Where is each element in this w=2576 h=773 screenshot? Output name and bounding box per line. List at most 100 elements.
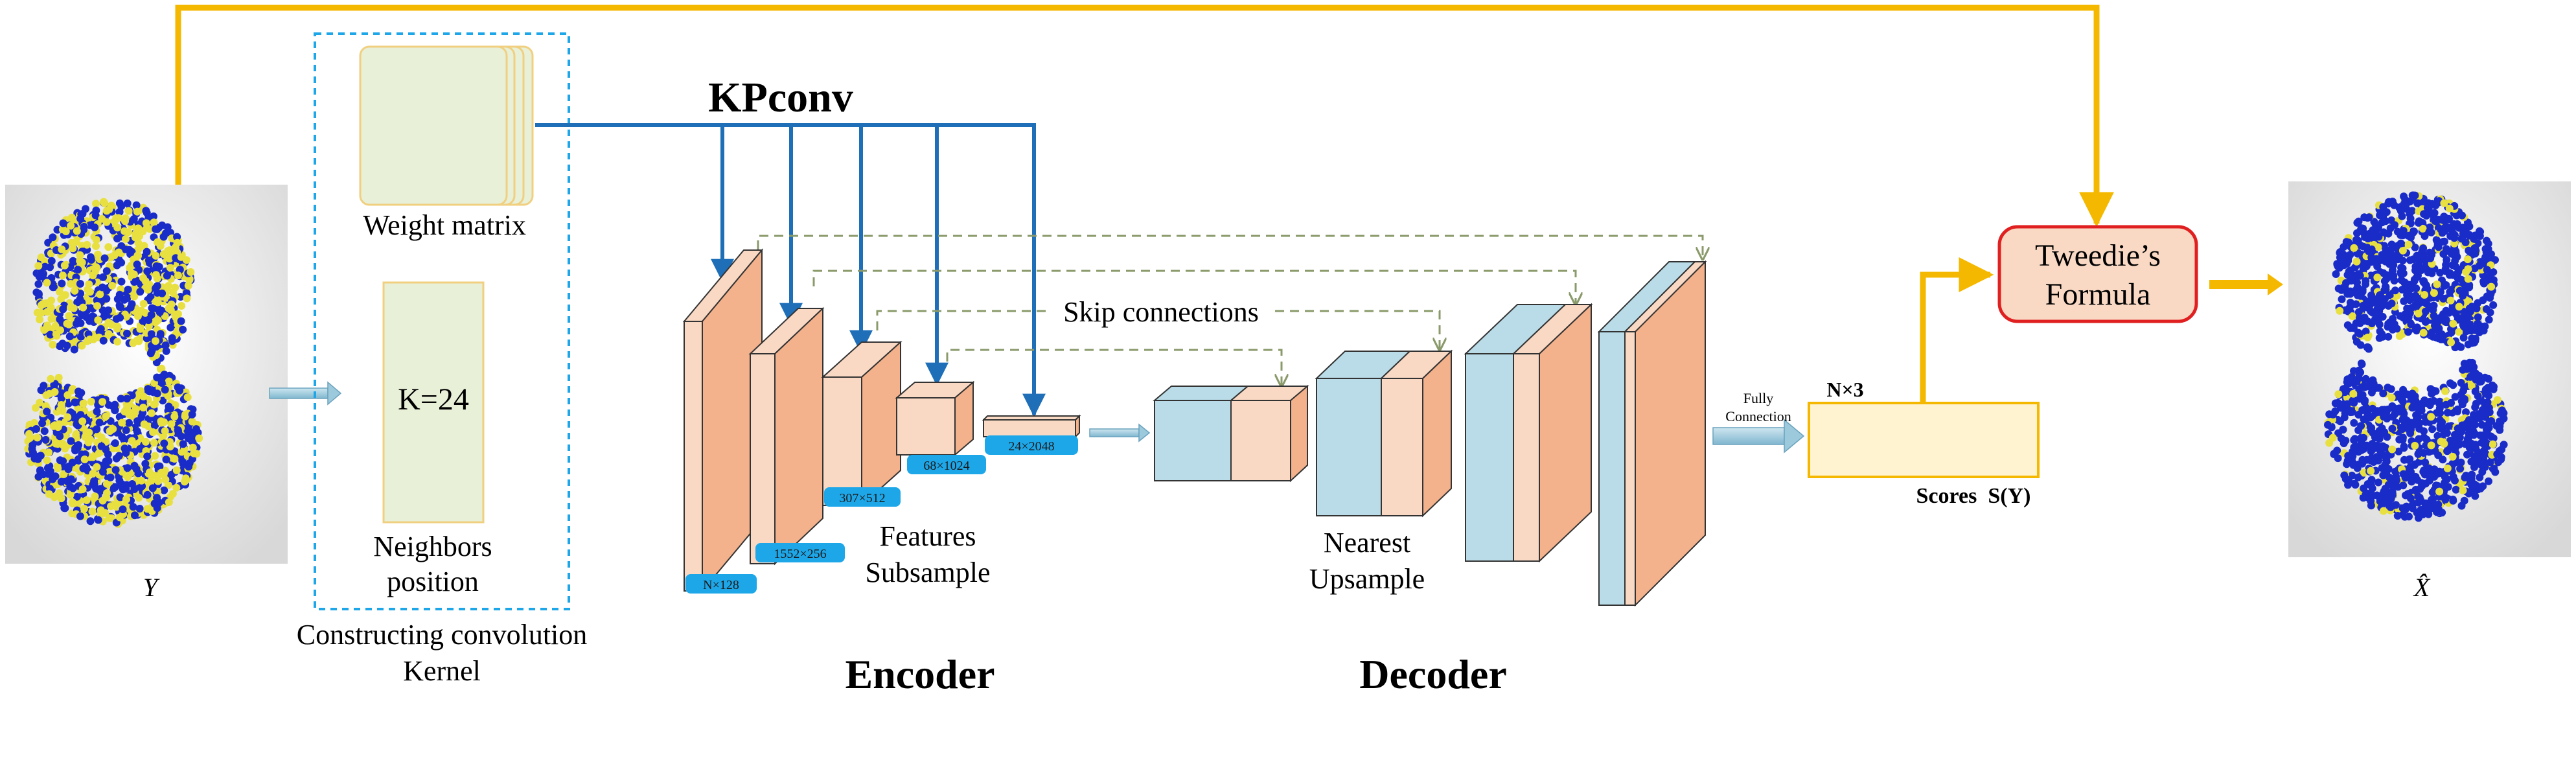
cloud-point	[63, 319, 71, 328]
cloud-point	[2477, 258, 2485, 266]
cloud-point	[2361, 396, 2369, 404]
cloud-point	[2343, 460, 2351, 468]
cloud-point	[122, 426, 130, 434]
cloud-point	[2369, 404, 2376, 413]
cloud-point	[2381, 257, 2389, 266]
cloud-point	[167, 420, 176, 428]
cloud-point	[2408, 394, 2415, 402]
cloud-point	[2377, 450, 2386, 457]
cloud-point	[58, 407, 67, 415]
cloud-point	[2454, 273, 2462, 282]
cloud-point	[69, 257, 77, 265]
cloud-point	[2387, 198, 2396, 206]
cloud-point	[92, 200, 100, 208]
cloud-point	[2400, 443, 2408, 451]
cloud-point	[2438, 422, 2446, 431]
cloud-point	[2419, 278, 2428, 286]
cloud-point	[2457, 235, 2466, 243]
cloud-point	[2397, 239, 2405, 248]
cloud-point	[70, 345, 78, 354]
cloud-point	[130, 270, 138, 279]
cloud-point	[2469, 427, 2478, 435]
cloud-point	[131, 511, 139, 520]
cloud-point	[2398, 246, 2407, 255]
cloud-point	[144, 322, 153, 330]
cloud-point	[122, 495, 130, 503]
cloud-point	[170, 412, 179, 421]
cloud-point	[2367, 426, 2375, 435]
cloud-point	[117, 202, 126, 211]
cloud-point	[2371, 455, 2380, 463]
cloud-point	[71, 286, 79, 295]
cloud-point	[102, 267, 111, 275]
cloud-point	[2384, 332, 2393, 341]
cloud-point	[2465, 246, 2473, 255]
cloud-point	[2420, 433, 2428, 441]
cloud-point	[2445, 204, 2454, 213]
fully-connection-label-line2: Connection	[1725, 408, 1791, 424]
cloud-point	[106, 319, 115, 328]
cloud-point	[2362, 262, 2371, 271]
cloud-point	[79, 303, 87, 312]
cloud-point	[2467, 373, 2474, 381]
cloud-point	[2467, 307, 2474, 316]
cloud-point	[25, 430, 33, 438]
cloud-point	[2413, 268, 2422, 276]
cloud-point	[161, 476, 170, 484]
cloud-point	[117, 303, 125, 312]
cloud-point	[2436, 314, 2444, 322]
kernel-construction-box	[314, 32, 570, 610]
cloud-point	[2486, 294, 2494, 302]
cloud-point	[106, 467, 114, 476]
cloud-point	[122, 447, 130, 456]
cloud-point	[2374, 478, 2382, 487]
cloud-point	[2339, 426, 2347, 434]
cloud-point	[122, 481, 131, 489]
dim-badge-1: N×128	[703, 578, 739, 592]
cloud-point	[2406, 494, 2415, 503]
cloud-point	[188, 417, 196, 426]
cloud-point	[2334, 398, 2342, 407]
cloud-point	[2324, 421, 2332, 429]
cloud-point	[2422, 441, 2430, 450]
cloud-point	[132, 405, 140, 413]
input-cloud-points	[24, 198, 203, 528]
cloud-point	[2367, 291, 2375, 299]
cloud-point	[139, 274, 147, 283]
cloud-point	[2476, 378, 2484, 386]
cloud-point	[2413, 476, 2422, 484]
cloud-point	[2419, 468, 2428, 476]
cloud-point	[2484, 240, 2492, 248]
cloud-point	[39, 300, 47, 308]
cloud-point	[43, 308, 51, 316]
cloud-point	[129, 503, 137, 511]
cloud-point	[38, 419, 47, 428]
cloud-point	[103, 489, 111, 497]
cloud-point	[2383, 433, 2391, 441]
cloud-point	[140, 420, 148, 428]
cloud-point	[2352, 257, 2361, 266]
cloud-point	[2348, 471, 2356, 479]
cloud-point	[2380, 286, 2389, 294]
cloud-point	[177, 253, 185, 261]
skip-label-bg	[1050, 294, 1274, 330]
cloud-point	[2449, 496, 2457, 505]
cloud-point	[88, 507, 97, 516]
cloud-point	[2446, 288, 2454, 296]
cloud-point	[2426, 248, 2433, 257]
cloud-point	[68, 498, 76, 507]
cloud-point	[2406, 256, 2414, 264]
cloud-point	[165, 498, 173, 506]
cloud-point	[2438, 229, 2446, 237]
cloud-point	[2399, 470, 2408, 478]
cloud-point	[2460, 496, 2468, 505]
tweedie-label-line1: Tweedie’s	[2035, 238, 2161, 273]
cloud-point	[76, 295, 84, 303]
cloud-point	[2407, 468, 2415, 476]
cloud-point	[2485, 424, 2493, 432]
cloud-point	[2414, 199, 2422, 207]
cloud-point	[2387, 299, 2396, 308]
cloud-point	[150, 421, 159, 430]
cloud-point	[2442, 316, 2450, 324]
cloud-point	[86, 335, 94, 343]
